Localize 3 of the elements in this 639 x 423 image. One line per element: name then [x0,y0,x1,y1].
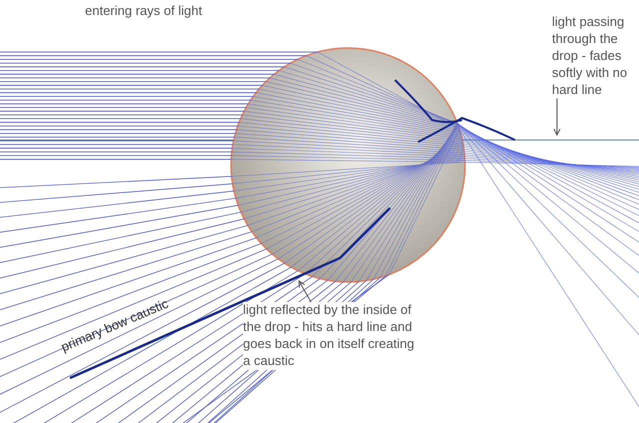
leader-arrow [554,98,560,136]
leader-arrow [298,280,312,302]
caption-text: entering rays of light [83,3,204,20]
